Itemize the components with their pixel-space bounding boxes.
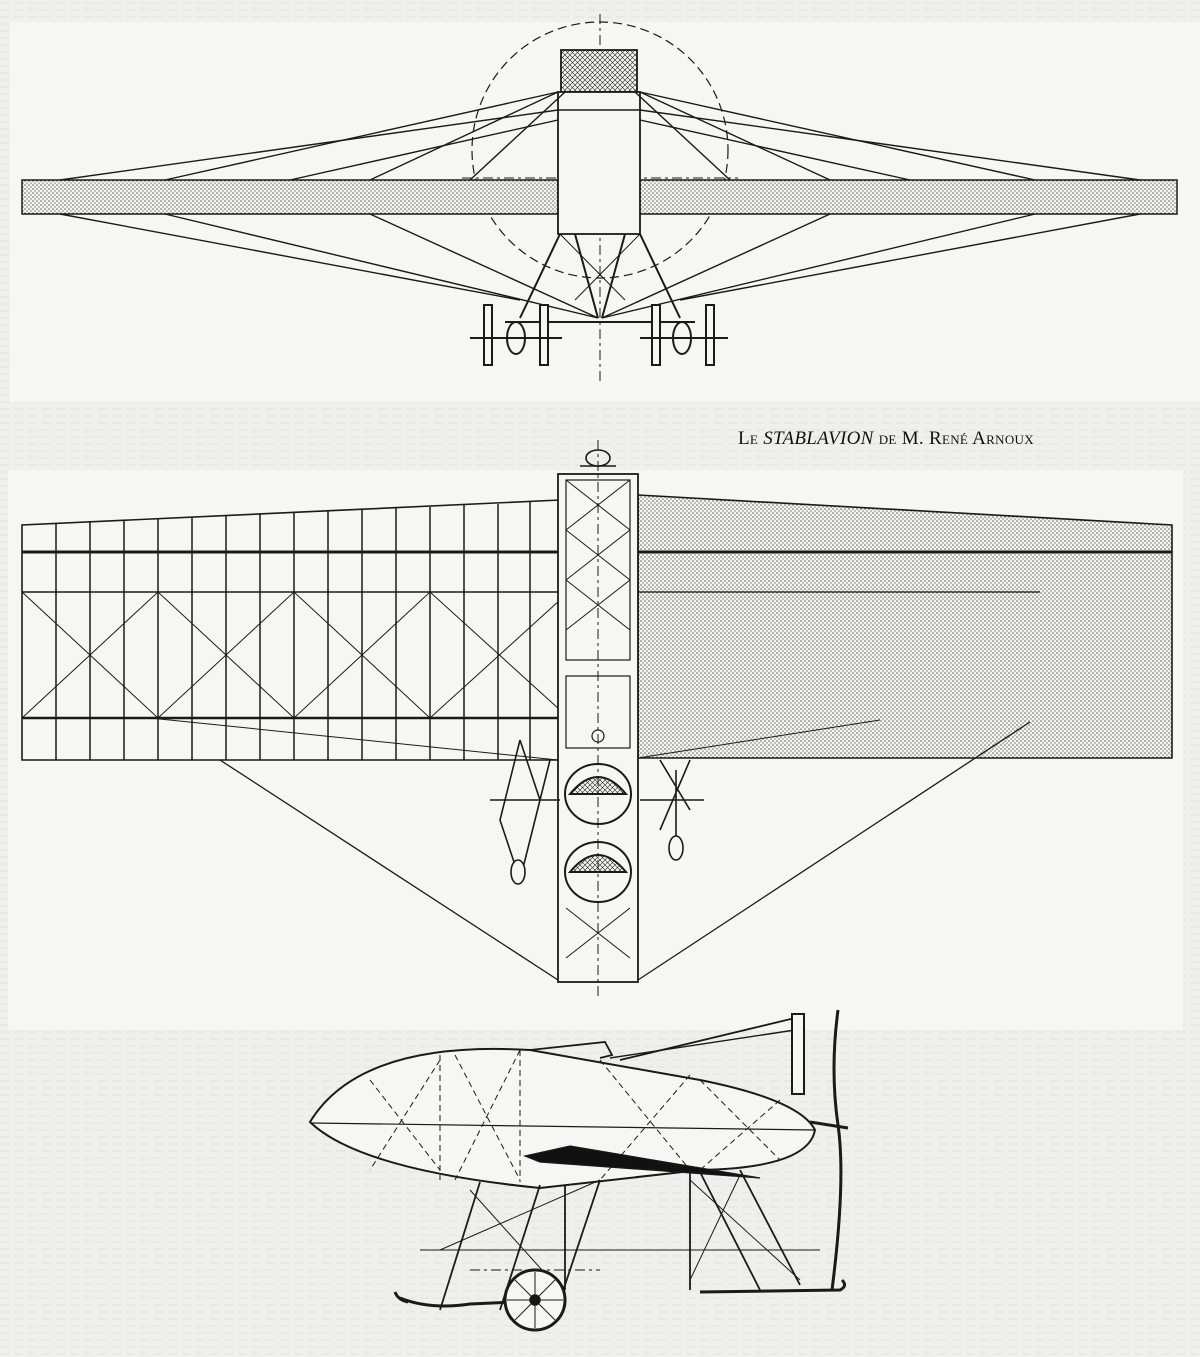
caption-prefix: Le — [738, 428, 759, 449]
side-view — [308, 1009, 849, 1332]
plan-view — [21, 440, 1173, 1000]
caption-author: René Arnoux — [929, 428, 1034, 449]
front-view — [21, 14, 1178, 385]
caption-middle: de M. — [878, 428, 924, 449]
figure-caption: Le STABLAVION de M. René Arnoux — [738, 428, 1034, 450]
caption-aircraft-name: STABLAVION — [763, 428, 874, 449]
